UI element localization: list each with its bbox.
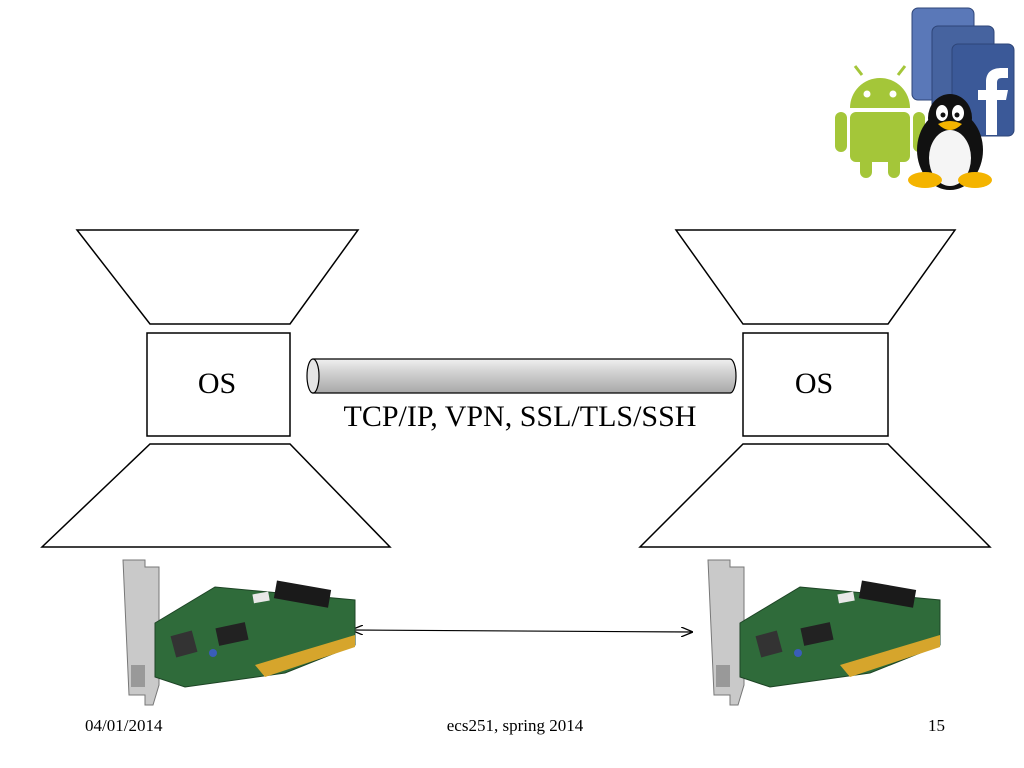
left-host bbox=[40, 229, 392, 548]
physical-link-arrow bbox=[352, 630, 692, 632]
slide-number: 15 bbox=[928, 716, 945, 735]
android-icon bbox=[835, 65, 925, 178]
right-network-card-image bbox=[707, 559, 941, 706]
secure-tunnel-cylinder bbox=[306, 358, 737, 394]
right-host bbox=[638, 229, 992, 548]
left-app-trapezoid bbox=[75, 229, 360, 325]
footer-date: 04/01/2014 bbox=[85, 716, 163, 735]
tunnel-protocols-label: TCP/IP, VPN, SSL/TLS/SSH bbox=[343, 400, 697, 433]
right-os-box bbox=[742, 332, 889, 437]
left-hw-trapezoid bbox=[40, 443, 392, 548]
right-os-label: OS bbox=[794, 367, 834, 400]
right-app-trapezoid bbox=[674, 229, 957, 325]
footer-course-title: ecs251, spring 2014 bbox=[446, 716, 584, 735]
left-network-card-image bbox=[122, 559, 356, 706]
left-os-label: OS bbox=[197, 367, 237, 400]
left-os-box bbox=[146, 332, 291, 437]
right-hw-trapezoid bbox=[638, 443, 992, 548]
tux-linux-icon bbox=[908, 94, 992, 190]
